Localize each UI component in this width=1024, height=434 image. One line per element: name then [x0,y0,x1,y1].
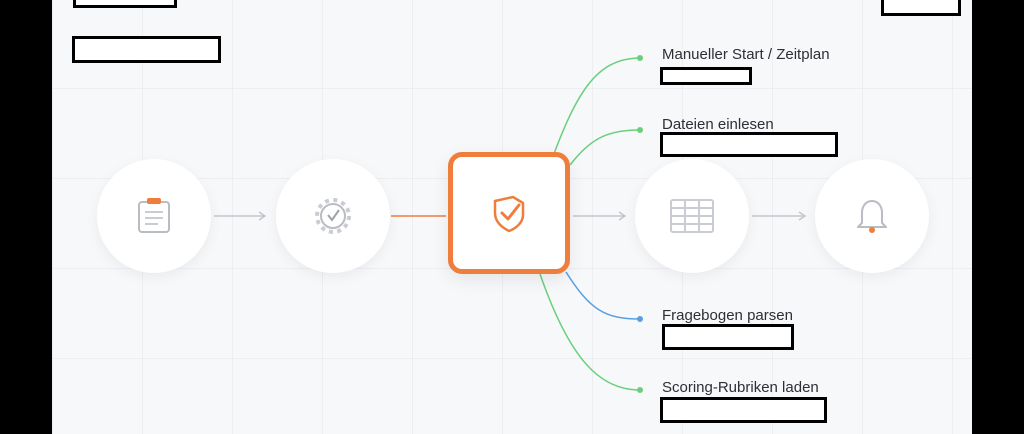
branch-label-4: Scoring-Rubriken laden [662,379,819,396]
node-notify[interactable] [815,159,929,273]
shield-check-icon [493,195,525,233]
clipboard-icon [138,198,170,233]
redacted-branch-3-detail [662,324,794,350]
arrow-1-2 [214,211,267,221]
branch-line-4 [539,273,641,391]
table-grid-icon [670,199,714,233]
redacted-branch-2-detail [660,132,838,157]
redacted-header-left [73,0,177,8]
branch-line-2 [569,129,641,166]
branch-label-2: Dateien einlesen [662,116,774,133]
node-process[interactable] [276,159,390,273]
node-trigger[interactable] [97,159,211,273]
branch-dot-1 [637,55,643,61]
node-table[interactable] [635,159,749,273]
branch-label-3: Fragebogen parsen [662,307,793,324]
branch-line-1 [547,57,641,171]
gear-check-icon [315,198,351,234]
redacted-branch-4-detail [660,397,827,423]
branch-dot-4 [637,387,643,393]
redacted-branch-1-detail [660,67,752,85]
arrow-4-5 [752,211,807,221]
branch-dot-3 [637,316,643,322]
node-validate[interactable] [448,152,570,274]
arrow-3-4 [573,211,627,221]
branch-label-1: Manueller Start / Zeitplan [662,46,830,63]
redacted-header-right [881,0,961,16]
branch-dot-2 [637,127,643,133]
redacted-title [72,36,221,63]
branch-line-3 [565,271,641,320]
bell-icon [857,200,887,233]
